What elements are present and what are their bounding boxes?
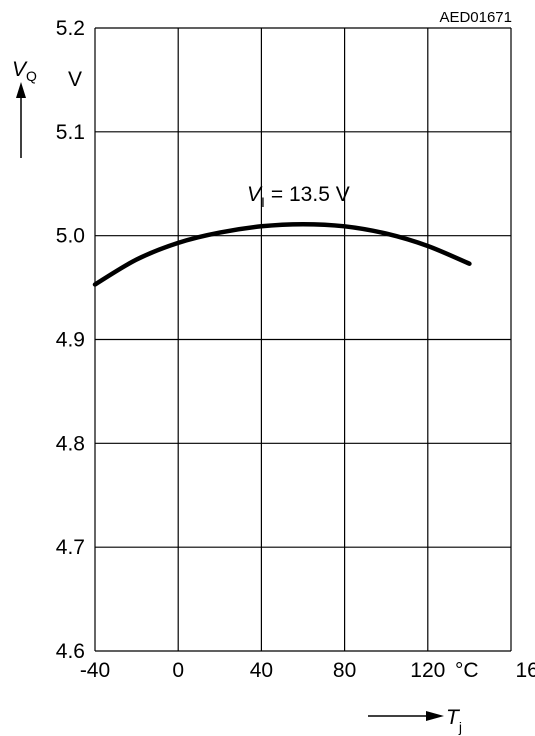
y-axis-symbol: VQ <box>12 58 37 84</box>
grid <box>94 27 512 652</box>
x-tick-labels: -40 0 40 80 120 160 <box>80 659 535 682</box>
y-tick-labels: 4.6 4.7 4.8 4.9 5.0 5.1 5.2 <box>56 17 85 663</box>
y-tick-label: 4.6 <box>56 640 85 663</box>
x-axis-unit: °C <box>455 659 479 682</box>
x-tick-label: 40 <box>250 659 273 682</box>
y-axis-unit: V <box>68 68 82 91</box>
x-tick-label: 0 <box>172 659 184 682</box>
y-tick-label: 5.2 <box>56 17 85 40</box>
figure-code: AED01671 <box>439 9 512 26</box>
y-tick-label: 5.0 <box>56 225 85 248</box>
x-tick-label: 80 <box>333 659 356 682</box>
x-tick-label: -40 <box>80 659 110 682</box>
y-axis-arrow <box>16 82 26 158</box>
series-line <box>92 221 472 287</box>
x-tick-label: 120 <box>410 659 445 682</box>
y-tick-label: 5.1 <box>56 121 85 144</box>
x-axis-symbol: Tj <box>446 706 462 735</box>
y-tick-label: 4.7 <box>56 536 85 559</box>
series-label: VI= 13.5 V <box>247 183 350 210</box>
y-tick-label: 4.8 <box>56 432 85 455</box>
x-tick-label: 160 <box>515 659 535 682</box>
y-tick-label: 4.9 <box>56 329 85 352</box>
x-axis-arrow <box>368 711 444 721</box>
